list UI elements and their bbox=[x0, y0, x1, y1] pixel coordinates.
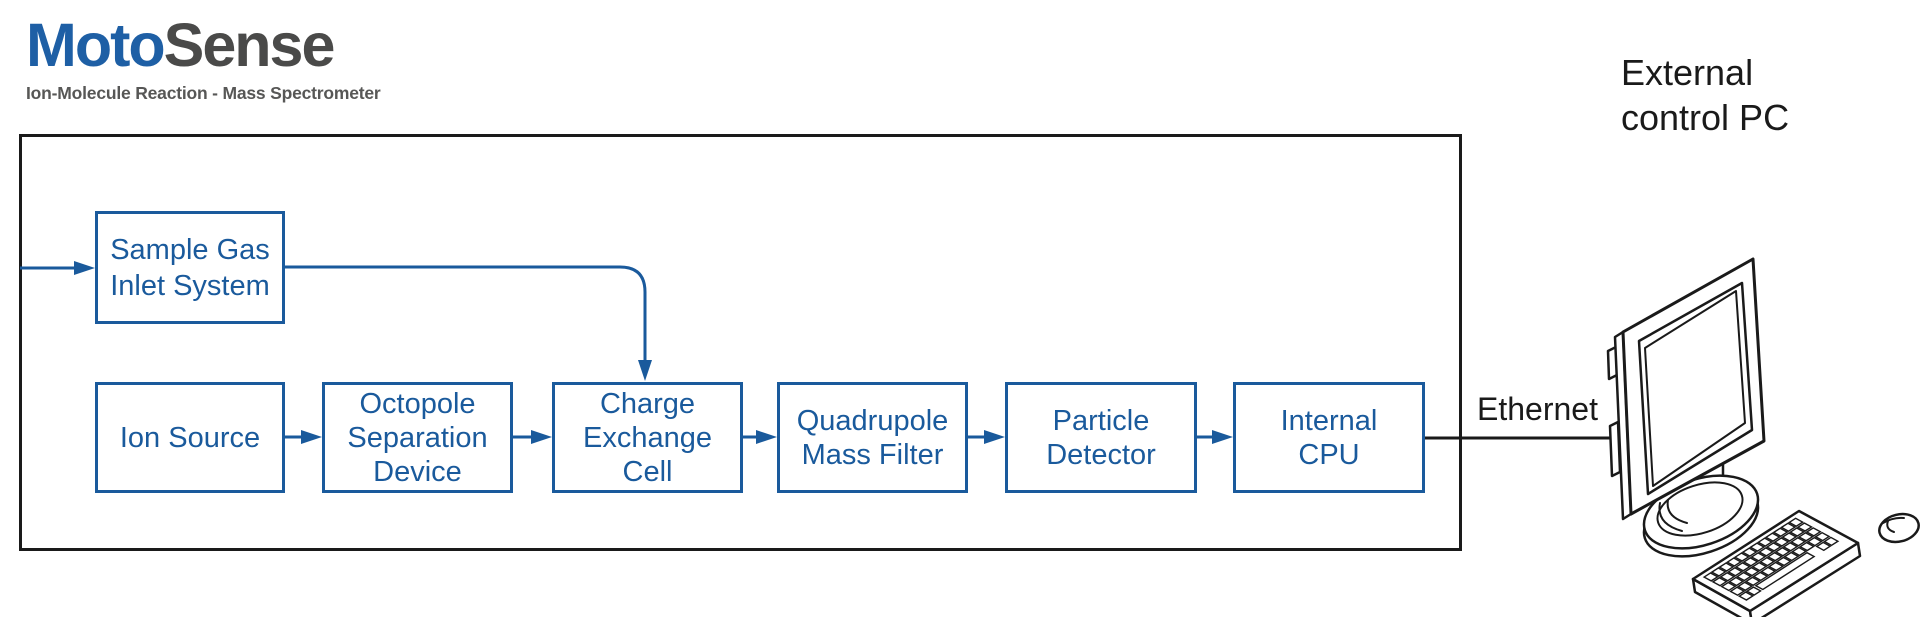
logo-subtitle: Ion-Molecule Reaction - Mass Spectromete… bbox=[26, 83, 381, 104]
external-pc-label-line1: External bbox=[1621, 52, 1754, 93]
block-internal-cpu: Internal CPU bbox=[1233, 382, 1425, 493]
block-label-line: Particle bbox=[1052, 404, 1150, 437]
block-label-line: Inlet System bbox=[110, 269, 270, 302]
logo-brand-secondary: Sense bbox=[163, 11, 336, 79]
external-pc-label-line2: control PC bbox=[1621, 97, 1790, 138]
logo-wordmark: MotoSense bbox=[26, 11, 381, 79]
block-label-line: Sample Gas bbox=[110, 233, 270, 266]
monitor-stand bbox=[1642, 453, 1760, 558]
block-label-line: Mass Filter bbox=[801, 438, 944, 471]
block-ion-source: Ion Source bbox=[95, 382, 285, 493]
block-sample-gas-inlet-system: Sample Gas Inlet System bbox=[95, 211, 285, 324]
block-particle-detector: Particle Detector bbox=[1005, 382, 1197, 493]
block-label-line: Cell bbox=[622, 455, 673, 488]
block-label-line: Ion Source bbox=[119, 421, 261, 454]
block-label-line: Quadrupole bbox=[796, 404, 949, 437]
block-label-line: Charge bbox=[599, 387, 696, 420]
external-control-pc-label: External control PC bbox=[1621, 50, 1789, 140]
monitor-icon bbox=[1606, 257, 1766, 521]
block-label-line: Internal bbox=[1280, 404, 1378, 437]
block-label-line: Exchange bbox=[583, 421, 712, 454]
block-label-line: Device bbox=[373, 455, 462, 488]
logo-brand-primary: Moto bbox=[26, 11, 166, 79]
block-label-line: Detector bbox=[1046, 438, 1156, 471]
ethernet-label: Ethernet bbox=[1477, 391, 1598, 427]
logo: MotoSense Ion-Molecule Reaction - Mass S… bbox=[26, 11, 381, 104]
instrument-enclosure bbox=[19, 134, 1462, 551]
block-quadrupole-mass-filter: Quadrupole Mass Filter bbox=[777, 382, 968, 493]
block-label-line: Separation bbox=[347, 421, 488, 454]
block-octopole-separation-device: Octopole Separation Device bbox=[322, 382, 513, 493]
block-label-line: Octopole bbox=[359, 387, 476, 420]
keyboard-icon bbox=[1691, 509, 1862, 617]
block-charge-exchange-cell: Charge Exchange Cell bbox=[552, 382, 743, 493]
mouse-icon bbox=[1878, 512, 1920, 544]
block-label-line: CPU bbox=[1298, 438, 1360, 471]
